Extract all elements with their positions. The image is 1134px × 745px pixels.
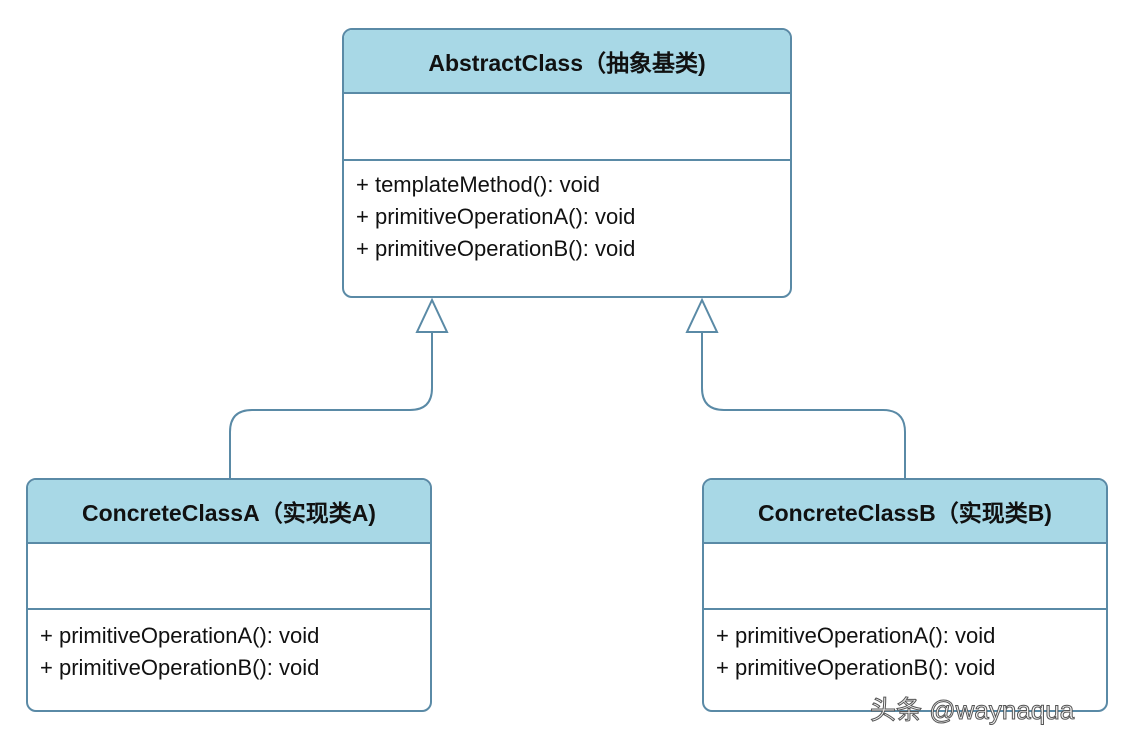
operation: + templateMethod(): void — [356, 172, 600, 197]
concrete-class-b-attributes — [704, 544, 1106, 610]
abstract-class-title: AbstractClass（抽象基类) — [344, 30, 790, 94]
operation: + primitiveOperationA(): void — [40, 623, 320, 648]
inheritance-arrow-b — [685, 297, 719, 333]
watermark: 头条 @waynaqua — [869, 695, 1075, 726]
concrete-class-a-box: ConcreteClassA（实现类A) + primitiveOperatio… — [26, 478, 432, 712]
operation: + primitiveOperationB(): void — [356, 236, 636, 261]
operation: + primitiveOperationB(): void — [716, 655, 996, 680]
abstract-class-box: AbstractClass（抽象基类) + templateMethod(): … — [342, 28, 792, 298]
inheritance-arrow-a — [415, 297, 449, 333]
abstract-class-operations: + templateMethod(): void + primitiveOper… — [344, 161, 790, 265]
operation: + primitiveOperationA(): void — [356, 204, 636, 229]
concrete-class-a-title: ConcreteClassA（实现类A) — [28, 480, 430, 544]
inheritance-line-a — [229, 332, 433, 478]
inheritance-line-b — [701, 332, 906, 478]
operation: + primitiveOperationA(): void — [716, 623, 996, 648]
concrete-class-b-box: ConcreteClassB（实现类B) + primitiveOperatio… — [702, 478, 1108, 712]
concrete-class-b-operations: + primitiveOperationA(): void + primitiv… — [704, 610, 1106, 684]
abstract-class-attributes — [344, 94, 790, 161]
concrete-class-a-attributes — [28, 544, 430, 610]
concrete-class-b-title: ConcreteClassB（实现类B) — [704, 480, 1106, 544]
concrete-class-a-operations: + primitiveOperationA(): void + primitiv… — [28, 610, 430, 684]
operation: + primitiveOperationB(): void — [40, 655, 320, 680]
